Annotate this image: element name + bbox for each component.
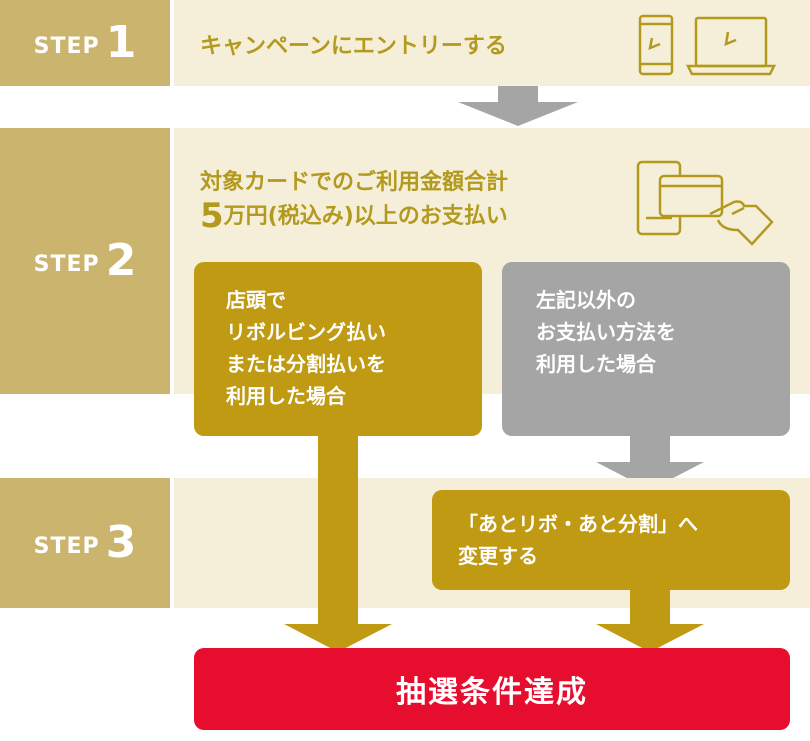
box-line: 「あとリボ・あと分割」へ <box>458 512 698 536</box>
box-line: 左記以外の <box>536 288 636 312</box>
box-line: 変更する <box>458 544 538 568</box>
step1-number: 1 <box>105 17 137 68</box>
step1-band <box>174 0 810 86</box>
step1-label: STEP 1 <box>0 0 170 86</box>
box-change-to-revolving: 「あとリボ・あと分割」へ 変更する <box>432 490 790 590</box>
step1-word: STEP <box>33 33 100 59</box>
step2-condition-text: 対象カードでのご利用金額合計 <box>200 170 509 195</box>
box-revolving-or-installment: 店頭で リボルビング払い または分割払いを 利用した場合 <box>194 262 482 436</box>
card-payment-terminal-icon <box>636 160 774 246</box>
box-other-payment: 左記以外の お支払い方法を 利用した場合 <box>502 262 790 436</box>
arrow-down-grey <box>596 436 704 490</box>
step2-amount-number: 5 <box>200 196 224 236</box>
step2-word: STEP <box>33 251 100 277</box>
arrow-down-gold-right <box>596 590 704 652</box>
step2-number: 2 <box>105 235 137 286</box>
result-banner: 抽選条件達成 <box>194 648 790 730</box>
step2-label: STEP 2 <box>0 128 170 394</box>
step1-text: キャンペーンにエントリーする <box>200 34 507 59</box>
step2-amount: 5万円(税込み)以上のお支払い <box>200 196 508 236</box>
box-line: お支払い方法を <box>536 320 676 344</box>
box-line: 利用した場合 <box>226 384 346 408</box>
step3-label: STEP 3 <box>0 478 170 608</box>
box-line: または分割払いを <box>226 352 386 376</box>
arrow-down-gold-left <box>284 436 392 652</box>
laptop-icon <box>685 16 777 76</box>
step3-word: STEP <box>33 533 100 559</box>
step2-amount-text: 万円(税込み)以上のお支払い <box>223 204 508 229</box>
step3-number: 3 <box>105 517 137 568</box>
box-line: リボルビング払い <box>226 320 386 344</box>
device-icons <box>638 14 777 76</box>
smartphone-icon <box>638 14 674 76</box>
arrow-down-1 <box>458 86 578 126</box>
box-line: 店頭で <box>226 288 286 312</box>
box-line: 利用した場合 <box>536 352 656 376</box>
